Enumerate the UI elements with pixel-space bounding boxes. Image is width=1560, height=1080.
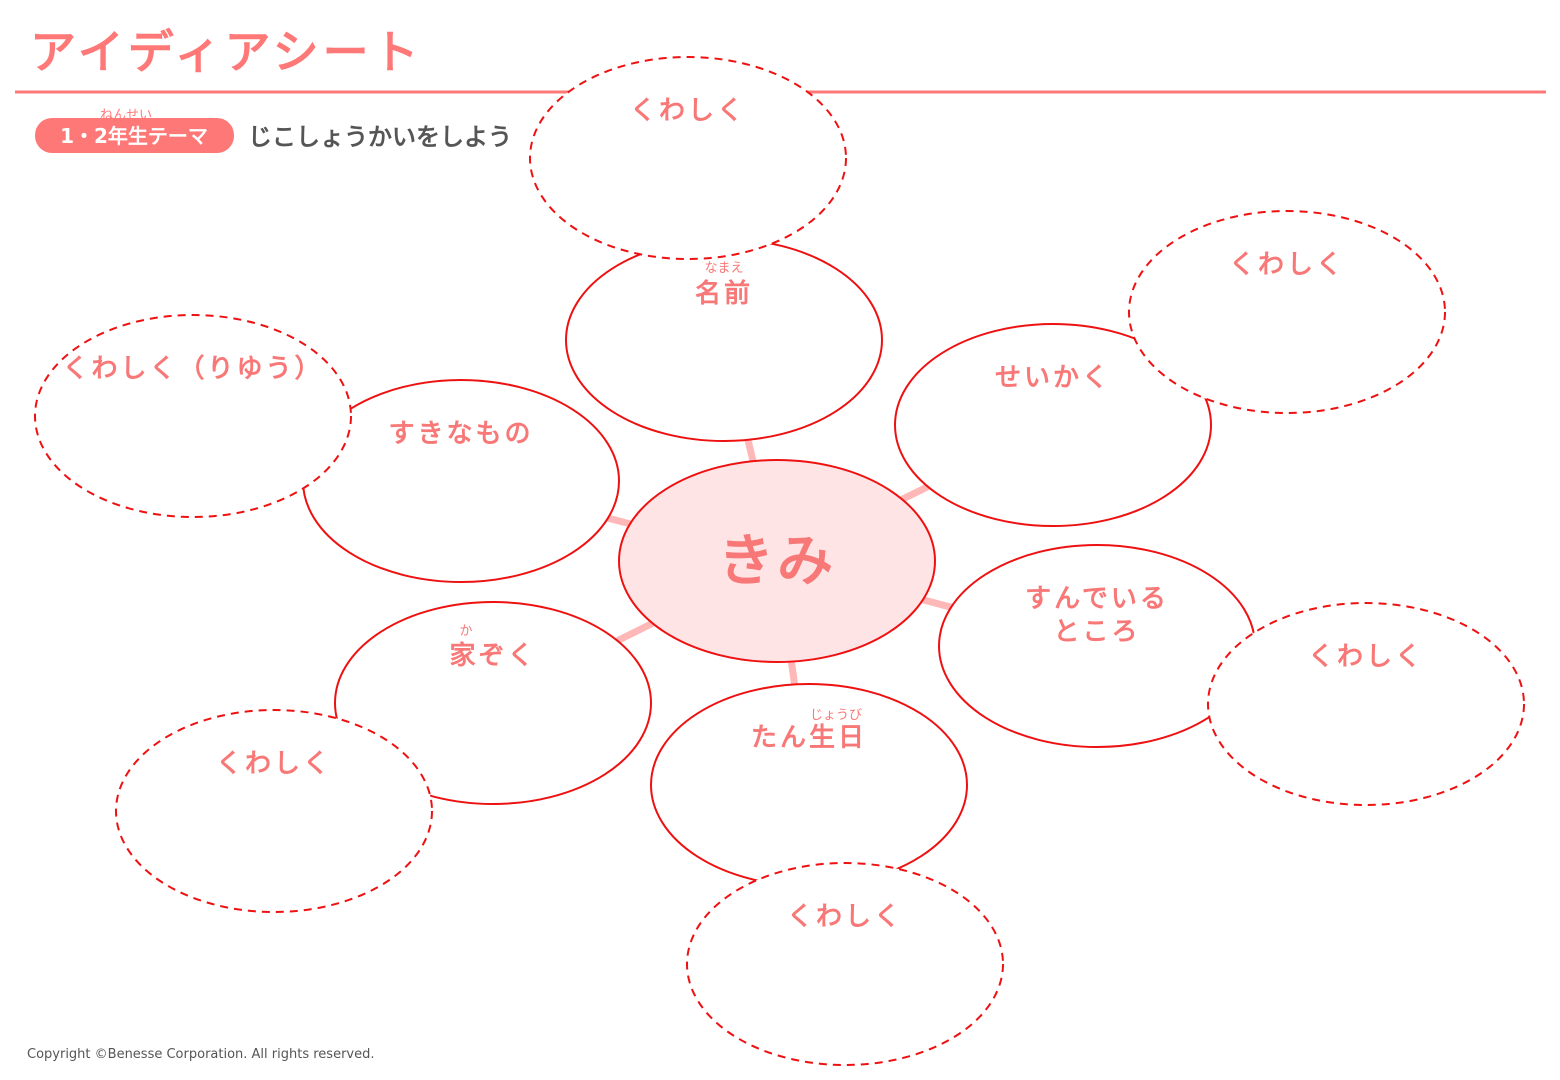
topic-ruby: か — [459, 624, 472, 639]
detail-label: くわしく — [1308, 642, 1424, 672]
detail-bubble-birthday[interactable] — [686, 862, 1004, 1066]
detail-label: くわしく — [216, 749, 332, 779]
detail-bubble-family[interactable] — [115, 709, 433, 913]
topic-label: すんでいる — [1025, 584, 1169, 614]
detail-bubble-residence[interactable] — [1207, 602, 1525, 806]
grade-badge — [35, 118, 234, 153]
detail-bubble-personality[interactable] — [1128, 210, 1446, 414]
badge-label: 1・2年生テーマ — [60, 124, 208, 148]
center-label: きみ — [718, 529, 836, 594]
page-title: アイディアシート — [30, 25, 423, 79]
topic-bubble-family[interactable] — [334, 601, 652, 805]
topic-label: すきなもの — [388, 419, 533, 449]
topic-ruby: なまえ — [704, 261, 743, 276]
topic-bubble-personality[interactable] — [894, 323, 1212, 527]
badge-ruby: ねんせい — [100, 108, 152, 123]
detail-bubble-name[interactable] — [529, 56, 847, 260]
detail-label: くわしく — [787, 902, 903, 932]
copyright: Copyright ©Benesse Corporation. All righ… — [27, 1047, 375, 1062]
theme-text: じこしょうかいをしよう — [248, 123, 512, 151]
topic-label: せいかく — [995, 363, 1111, 393]
center-bubble[interactable] — [618, 459, 936, 663]
detail-bubble-favorites[interactable] — [34, 314, 352, 518]
topic-label: 家ぞく — [449, 640, 536, 671]
topic-ruby: じょうび — [810, 708, 862, 723]
topic-label: たん生日 — [751, 723, 867, 753]
detail-label: くわしく（りゆう） — [62, 354, 323, 384]
topic-label: ところ — [1053, 617, 1140, 647]
detail-label: くわしく — [1229, 250, 1345, 280]
detail-label: くわしく — [630, 96, 746, 126]
topic-label: 名前 — [695, 278, 753, 309]
